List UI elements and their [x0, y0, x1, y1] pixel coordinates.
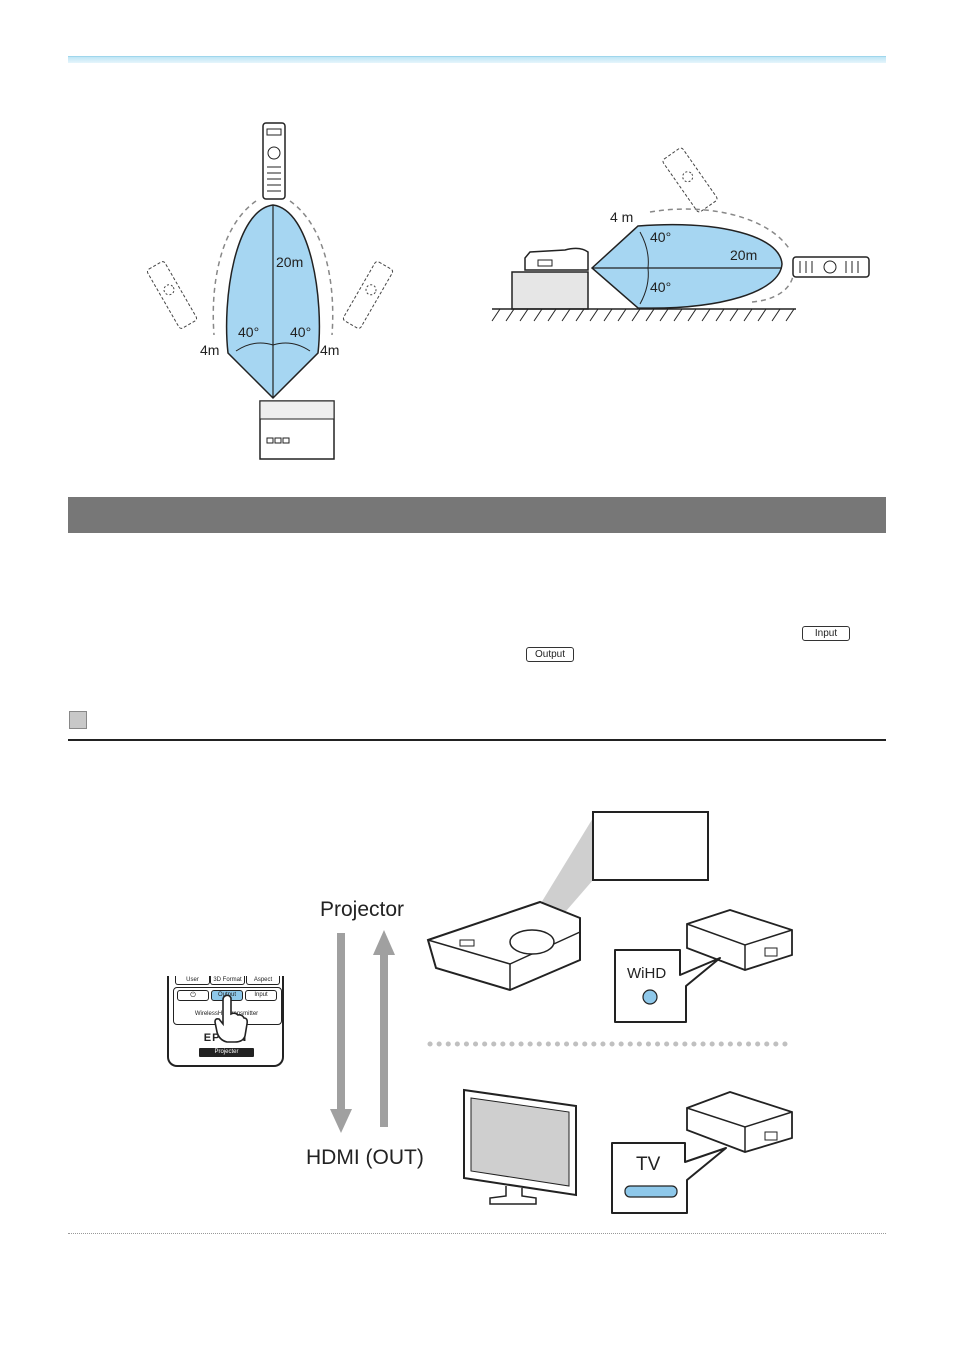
- remote-ghost-right-icon: [342, 261, 394, 329]
- side-right-label: 4m: [320, 342, 339, 358]
- pressing-hand-icon: [214, 994, 248, 1043]
- projector-label: Projector: [320, 898, 404, 921]
- section-header-bar: [68, 497, 886, 533]
- remote-control-icon: [792, 256, 870, 278]
- floor-hatching: [491, 308, 795, 322]
- angle-bottom-label: 40°: [650, 279, 671, 295]
- tv-monitor-icon: [463, 1088, 577, 1205]
- input-button[interactable]: Input: [245, 990, 277, 1001]
- angle-left-label: 40°: [238, 324, 259, 340]
- transmitter-top-icon: [686, 909, 793, 971]
- distance-label: 20m: [730, 247, 757, 263]
- remote-ghost-left-icon: [146, 261, 198, 329]
- wihd-indicator-light: [642, 989, 658, 1005]
- remote-ghost-icon: [662, 147, 718, 213]
- projection-screen: [592, 811, 709, 881]
- projector-badge: Projecter: [199, 1048, 254, 1057]
- 3d-format-button[interactable]: 3D Format: [210, 976, 245, 985]
- aspect-button[interactable]: Aspect: [246, 976, 280, 985]
- up-arrow-icon: [373, 930, 395, 1127]
- transmitter-bottom-icon: [686, 1091, 793, 1153]
- angle-top-label: 40°: [650, 229, 671, 245]
- power-button[interactable]: ⏻: [177, 990, 209, 1001]
- footer-dotted-rule: [68, 1233, 886, 1234]
- output-switch-diagram: WiHD Projector HDMI (OUT) TV: [306, 811, 793, 1214]
- tv-label: TV: [636, 1154, 661, 1175]
- subheading-marker-icon: [69, 711, 87, 729]
- distance-label: 20m: [276, 254, 303, 270]
- subheading-rule: [68, 739, 886, 741]
- hdmi-out-label: HDMI (OUT): [306, 1146, 424, 1169]
- stand-block: [511, 271, 589, 310]
- wihd-indicator-callout: WiHD: [614, 949, 721, 1023]
- projection-beam: [538, 818, 593, 918]
- remote-closeup: User 3D Format Aspect ⏻ Output Input Wir…: [167, 976, 284, 1067]
- side-left-label: 4m: [200, 342, 219, 358]
- remote-control-icon: [262, 122, 286, 200]
- projector-icon: [426, 900, 581, 992]
- tv-indicator-light: [624, 1185, 678, 1198]
- header-accent-bar: [68, 56, 886, 63]
- side-label: 4 m: [610, 209, 633, 225]
- output-key-glyph: Output: [526, 647, 574, 662]
- tv-indicator-callout: TV: [611, 1142, 727, 1214]
- down-arrow-icon: [330, 933, 352, 1133]
- angle-right-label: 40°: [290, 324, 311, 340]
- remote-range-top-view-diagram: 20m 40° 40° 4m 4m: [146, 122, 394, 460]
- projector-front-icon: [259, 400, 335, 460]
- user-button[interactable]: User: [175, 976, 210, 985]
- reception-area-shape: [590, 223, 783, 309]
- remote-range-side-view-diagram: 4 m 40° 40° 20m: [491, 147, 870, 322]
- projector-side-icon: [524, 247, 589, 271]
- wihd-label: WiHD: [627, 965, 666, 982]
- input-key-glyph: Input: [802, 626, 850, 641]
